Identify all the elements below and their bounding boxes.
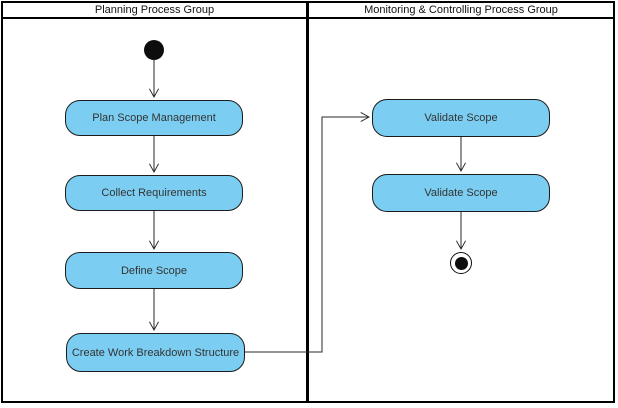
activity-label: Collect Requirements bbox=[101, 187, 207, 199]
activity-label: Plan Scope Management bbox=[92, 112, 216, 124]
initial-node[interactable] bbox=[144, 40, 164, 60]
activity-collect-requirements[interactable]: Collect Requirements bbox=[65, 175, 243, 211]
lane-header-planning: Planning Process Group bbox=[94, 4, 215, 16]
activity-label: Create Work Breakdown Structure bbox=[71, 346, 240, 359]
activity-define-scope[interactable]: Define Scope bbox=[65, 252, 243, 289]
activity-label: Validate Scope bbox=[424, 112, 498, 124]
lane-header-monitoring-controlling: Monitoring & Controlling Process Group bbox=[364, 4, 558, 16]
activity-validate-scope-2[interactable]: Validate Scope bbox=[372, 174, 550, 212]
activity-label: Define Scope bbox=[120, 264, 188, 277]
activity-label: Validate Scope bbox=[424, 187, 498, 199]
activity-plan-scope-management[interactable]: Plan Scope Management bbox=[65, 100, 243, 136]
lane-divider bbox=[306, 1, 309, 403]
final-node-core bbox=[454, 256, 468, 270]
activity-validate-scope-1[interactable]: Validate Scope bbox=[372, 99, 550, 137]
activity-create-work-breakdown-structure[interactable]: Create Work Breakdown Structure bbox=[66, 333, 245, 372]
final-node[interactable] bbox=[450, 252, 472, 274]
